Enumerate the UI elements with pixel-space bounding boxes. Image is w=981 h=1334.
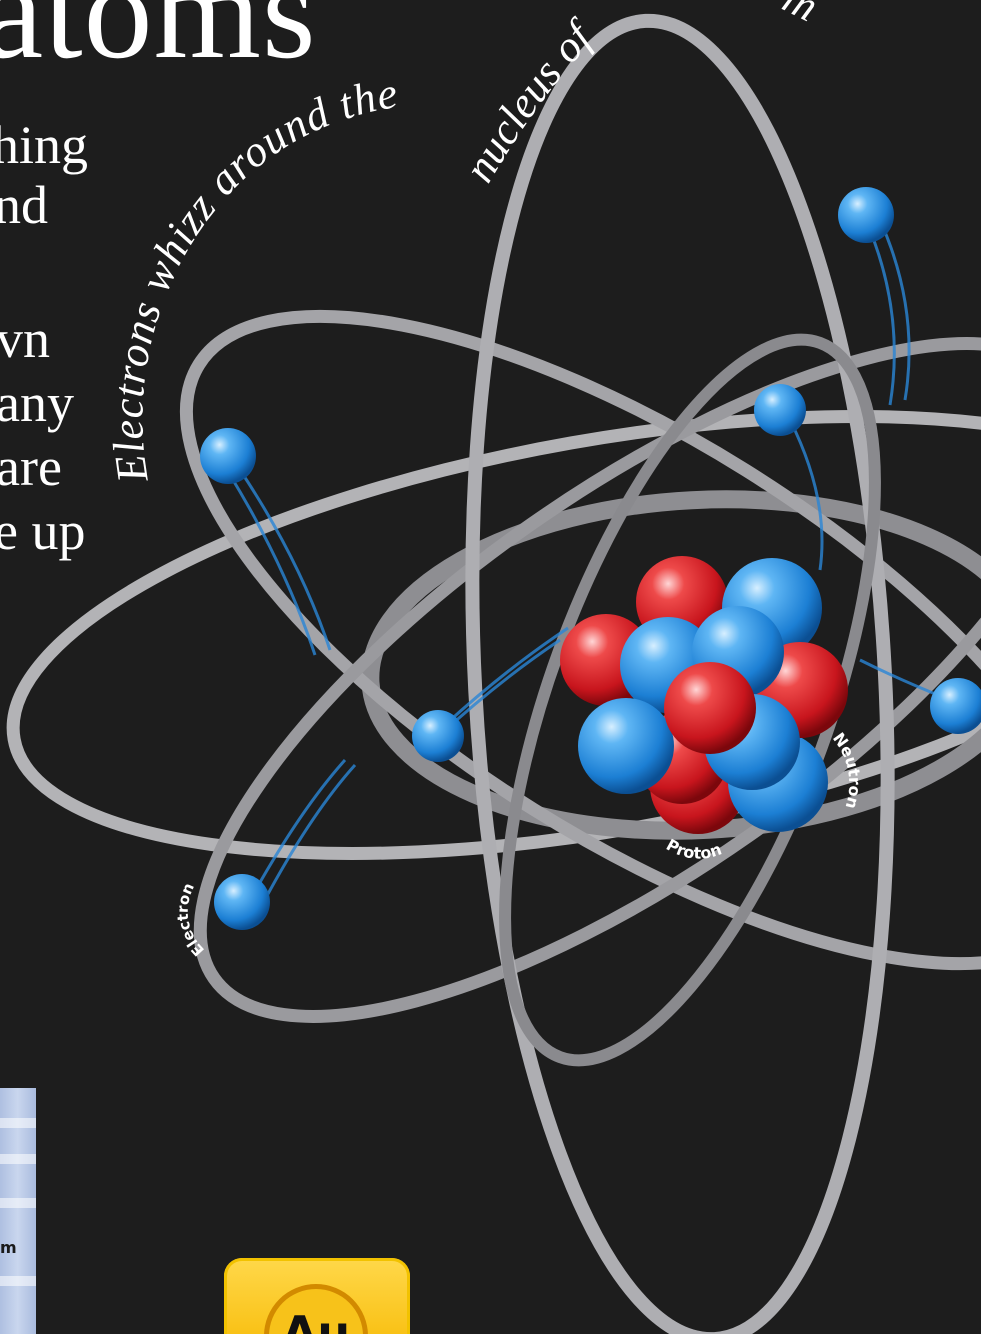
side-image-panel <box>0 1088 36 1334</box>
atom-nucleus <box>560 556 848 834</box>
element-symbol: Au <box>264 1306 368 1334</box>
gold-element-badge: Au <box>224 1258 410 1334</box>
curved-caption-part1: Electrons whizz around the <box>103 68 401 486</box>
curved-caption-part3: m <box>776 0 826 31</box>
side-panel-label: m <box>0 1238 17 1257</box>
element-circle: Au <box>264 1284 368 1334</box>
